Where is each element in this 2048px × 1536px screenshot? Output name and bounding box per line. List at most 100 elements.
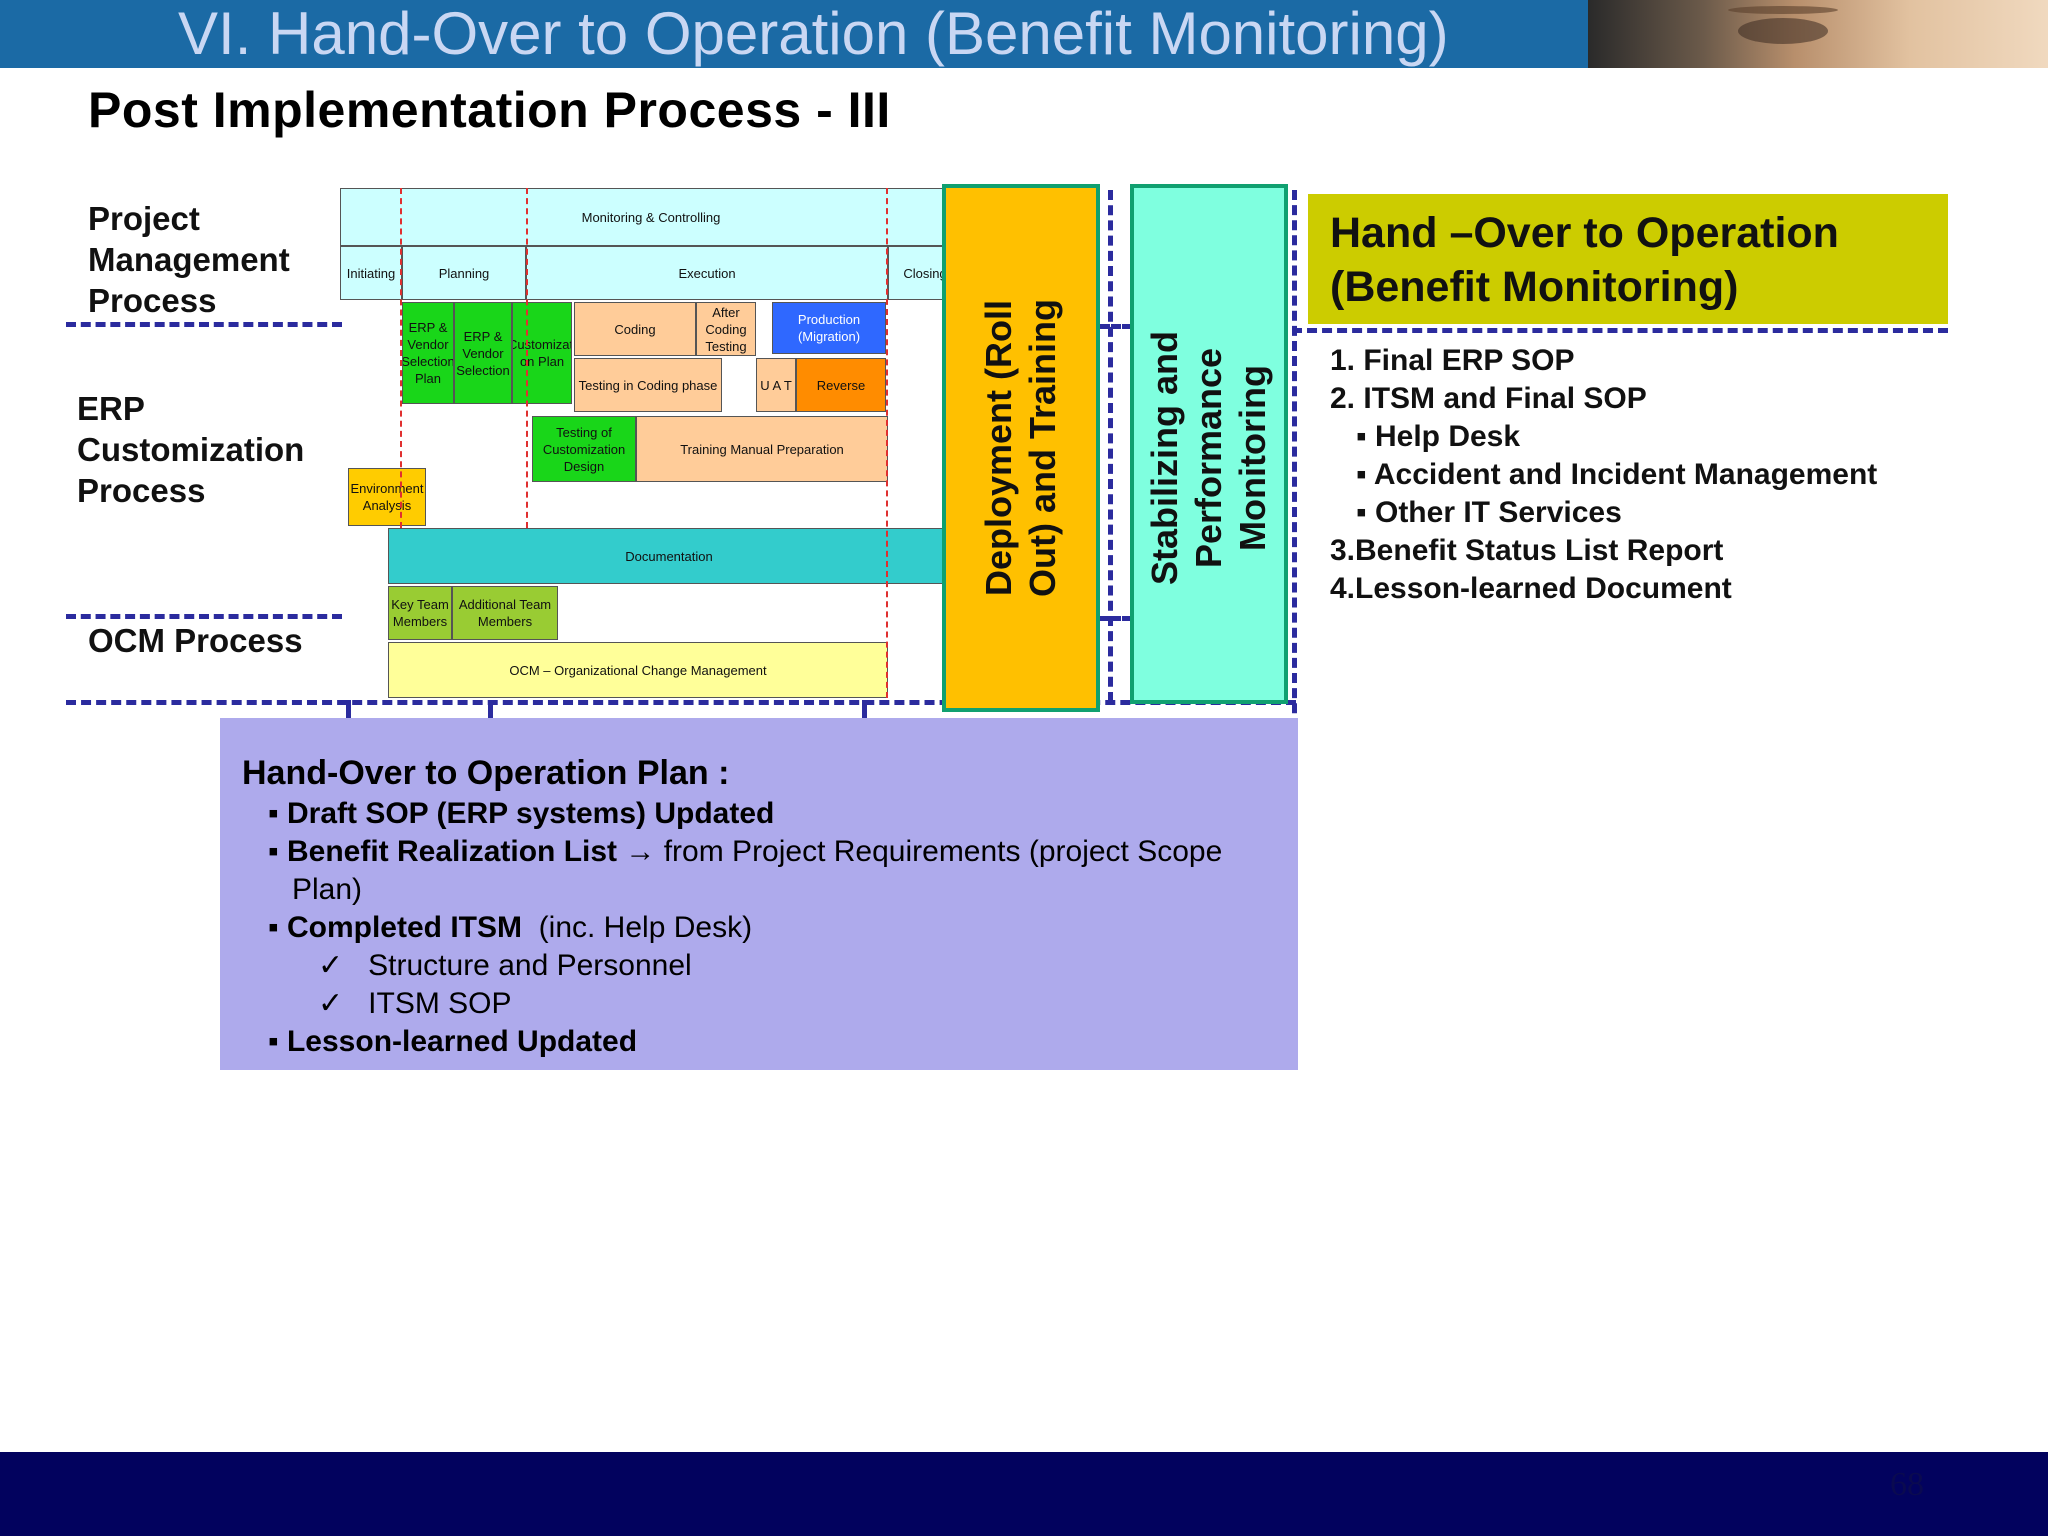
gantt-text: Selection <box>456 362 510 378</box>
gantt-text: Customization Design <box>542 441 626 474</box>
gantt-text: Environment <box>350 481 424 496</box>
handover-item: 1. Final ERP SOP <box>1330 344 1575 377</box>
handover-subitem-text: Help Desk <box>1374 420 1521 453</box>
gantt-monitoring-controlling: Monitoring & Controlling <box>340 188 962 246</box>
stabilizing-text-line: Performance <box>1188 347 1229 569</box>
woman-face-photo <box>1588 0 2048 68</box>
gantt-testing-customization: Testing of Customization Design <box>532 416 636 482</box>
gantt-uat: U A T <box>756 358 796 412</box>
handover-item: 4.Lesson-learned Document <box>1330 572 1732 605</box>
gantt-text: Members <box>477 614 533 629</box>
bullet-icon: ▪ <box>268 797 279 830</box>
gantt-text: Plan <box>414 371 442 386</box>
checkmark-icon: ✓ <box>318 949 344 982</box>
stabilizing-text-line: Monitoring <box>1232 365 1273 551</box>
gantt-reverse: Reverse <box>796 358 886 412</box>
separator-line <box>1292 190 1297 1000</box>
gantt-customization-plan: Customizati on Plan <box>512 302 572 404</box>
gantt-initiating: Initiating <box>340 246 402 300</box>
gantt-coding: Coding <box>574 302 696 356</box>
plan-subitem-text: ITSM SOP <box>368 987 512 1020</box>
gantt-planning: Planning <box>402 246 526 300</box>
gantt-execution: Execution <box>526 246 888 300</box>
separator-line <box>66 322 342 327</box>
gantt-training-manual: Training Manual Preparation <box>636 416 888 482</box>
slide-subtitle: Post Implementation Process - III <box>88 82 891 138</box>
pm-label-line: Management <box>88 241 290 278</box>
arrow-right-icon: → <box>625 835 656 868</box>
gantt-testing-coding-phase: Testing in Coding phase <box>574 358 722 412</box>
gantt-ocm-bar: OCM – Organizational Change Management <box>388 642 888 698</box>
project-management-label: Project Management Process <box>88 198 290 321</box>
gantt-text: ERP & <box>463 328 503 344</box>
plan-item-text: Lesson-learned Updated <box>286 1025 638 1058</box>
gantt-text: Vendor <box>407 337 449 352</box>
phase-boundary-line <box>400 188 402 528</box>
separator-line <box>66 614 342 619</box>
plan-subitem: ✓ Structure and Personnel <box>268 947 1278 985</box>
separator-line <box>1292 328 1948 333</box>
page-number: 68 <box>1890 1466 1924 1503</box>
gantt-environment-analysis: Environment Analysis <box>348 468 426 526</box>
plan-item: ▪ Draft SOP (ERP systems) Updated <box>268 795 1278 833</box>
separator-line <box>1100 324 1132 329</box>
bullet-icon: ▪ <box>1356 420 1367 453</box>
erp-customization-label: ERP Customization Process <box>77 388 304 511</box>
gantt-text: Customizati <box>513 337 571 352</box>
gantt-erp-vendor-selection-plan: ERP & Vendor Selection Plan <box>402 302 454 404</box>
handover-title-line: (Benefit Monitoring) <box>1330 263 1739 311</box>
phase-boundary-line <box>526 188 528 528</box>
gantt-text: After Coding <box>705 304 747 337</box>
separator-line <box>862 700 867 720</box>
gantt-production-migration: Production (Migration) <box>772 302 886 354</box>
gantt-additional-team: Additional Team Members <box>452 586 558 640</box>
gantt-erp-vendor-selection: ERP & Vendor Selection <box>454 302 512 404</box>
bullet-icon: ▪ <box>268 911 279 944</box>
gantt-text: Selection <box>402 354 454 369</box>
handover-title-box <box>1308 194 1948 324</box>
handover-subitem: ▪ Accident and Incident Management <box>1330 456 1877 494</box>
gantt-text: Members <box>392 614 448 629</box>
ocm-process-label: OCM Process <box>88 622 303 659</box>
gantt-text: Vendor <box>462 345 504 361</box>
plan-item-text: from Project Requirements (project Scope… <box>292 835 1223 906</box>
separator-line <box>1108 190 1113 702</box>
pm-label-line: Project <box>88 200 200 237</box>
separator-line <box>1100 616 1132 621</box>
gantt-text: Testing of <box>556 424 612 440</box>
plan-item: ▪ Benefit Realization List → from Projec… <box>268 833 1278 909</box>
footer-bar <box>0 1452 2048 1536</box>
deployment-text: Deployment (Roll Out) and Training <box>977 299 1065 597</box>
plan-subitem: ✓ ITSM SOP <box>268 985 1278 1023</box>
gantt-text: Testing <box>705 338 747 354</box>
deployment-text-line: Deployment (Roll <box>978 299 1019 597</box>
handover-subitem-text: Accident and Incident Management <box>1373 458 1878 491</box>
stabilizing-text-line: Stabilizing and <box>1144 330 1185 586</box>
bullet-icon: ▪ <box>268 1025 279 1058</box>
handover-item: 2. ITSM and Final SOP <box>1330 382 1647 415</box>
plan-list: ▪ Draft SOP (ERP systems) Updated ▪ Bene… <box>268 795 1278 1061</box>
plan-title: Hand-Over to Operation Plan : <box>242 754 730 792</box>
plan-item-text: Benefit Realization List <box>286 835 618 868</box>
phase-boundary-line <box>886 188 888 698</box>
handover-title-line: Hand –Over to Operation <box>1330 209 1839 257</box>
erp-label-line: ERP <box>77 390 145 427</box>
gantt-key-team: Key Team Members <box>388 586 452 640</box>
pm-label-line: Process <box>88 282 217 319</box>
bullet-icon: ▪ <box>268 835 279 868</box>
deployment-text-line: Out) and Training <box>1022 299 1063 597</box>
handover-plan-box <box>220 718 1298 1070</box>
gantt-text: Key Team <box>391 597 449 612</box>
handover-item: 3.Benefit Status List Report <box>1330 534 1724 567</box>
gantt-after-coding-testing: After Coding Testing <box>696 302 756 356</box>
gantt-documentation: Documentation <box>388 528 950 584</box>
handover-subitem-text: Other IT Services <box>1374 496 1622 529</box>
separator-line <box>488 700 493 720</box>
gantt-text: Additional Team <box>458 597 552 612</box>
gantt-text: on Plan <box>519 354 565 369</box>
erp-label-line: Customization <box>77 431 305 468</box>
deployment-column: Deployment (Roll Out) and Training <box>942 184 1100 712</box>
slide-title: VI. Hand-Over to Operation (Benefit Moni… <box>178 0 1449 67</box>
handover-title: Hand –Over to Operation (Benefit Monitor… <box>1330 206 1839 314</box>
header-bar <box>0 0 1588 68</box>
